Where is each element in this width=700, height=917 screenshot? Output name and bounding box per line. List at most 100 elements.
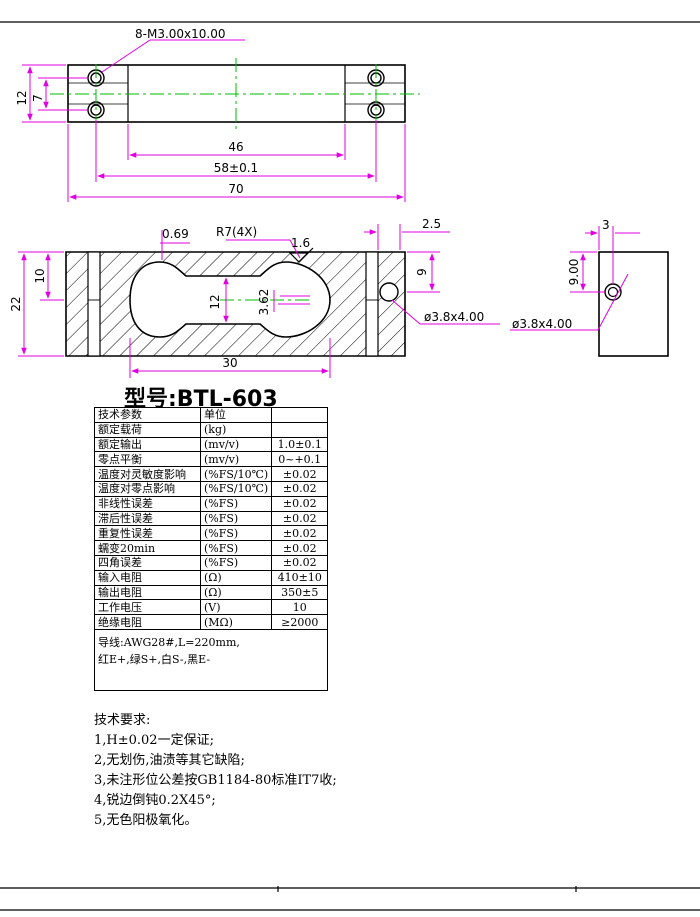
dim-10: 10: [33, 268, 47, 283]
top-view: 8-M3.00x10.00 12 7 46 58±0.1 70: [15, 27, 420, 202]
dim-58: 58±0.1: [214, 161, 258, 175]
table-cell: [271, 421, 329, 438]
table-cell: 绝缘电阻: [94, 614, 201, 630]
table-row: 滞后性误差(%FS)±0.02: [94, 510, 329, 527]
requirement-item: 3,未注形位公差按GB1184-80标准IT7收;: [94, 773, 337, 788]
table-row: 零点平衡(mv/v)0~+0.1: [94, 451, 329, 468]
table-cell: (%FS/10℃): [199, 466, 273, 482]
hole-front-note: ø3.8x4.00: [424, 310, 484, 324]
table-cell: (mv/v): [199, 436, 273, 453]
dim-70: 70: [228, 182, 243, 196]
table-cell: 零点平衡: [94, 451, 201, 468]
table-cell: ±0.02: [271, 480, 329, 497]
wire-note-line: 导线:AWG28#,L=220mm,: [98, 635, 240, 649]
table-cell: (%FS/10℃): [199, 480, 273, 497]
drawing-frame: [0, 21, 700, 911]
wire-note-line: 红E+,绿S+,白S-,黑E-: [98, 652, 211, 666]
front-view: 22 10 0.69 R7(4X) 1.6 12 3.62 30 2.5 9 ø…: [9, 217, 500, 378]
table-cell: 10: [271, 599, 329, 616]
table-cell: 输出电阻: [94, 584, 201, 601]
table-cell: 温度对零点影响: [94, 480, 201, 497]
table-cell: 输入电阻: [94, 569, 201, 586]
table-cell: 重复性误差: [94, 525, 201, 542]
table-cell: 350±5: [271, 584, 329, 601]
header-cell: 单位: [199, 407, 273, 423]
table-cell: (mv/v): [199, 451, 273, 468]
dimension-lines: [510, 226, 640, 331]
header-cell: [271, 407, 329, 423]
table-cell: (V): [199, 599, 273, 616]
table-cell: 工作电压: [94, 599, 201, 616]
dim-2-5: 2.5: [422, 217, 441, 231]
dim-30: 30: [222, 356, 237, 370]
table-row: 输出电阻(Ω)350±5: [94, 584, 329, 601]
table-row: 额定输出(mv/v)1.0±0.1: [94, 436, 329, 453]
table-cell: 额定输出: [94, 436, 201, 453]
table-cell: ±0.02: [271, 495, 329, 512]
table-cell: (%FS): [199, 540, 273, 556]
table-row: 温度对零点影响(%FS/10℃)±0.02: [94, 480, 329, 497]
table-row: 四角误差(%FS)±0.02: [94, 554, 329, 571]
dim-hole-spacing-7: 7: [31, 94, 45, 102]
requirements-title: 技术要求:: [94, 713, 151, 728]
table-cell: (%FS): [199, 510, 273, 527]
table-row: 非线性误差(%FS)±0.02: [94, 495, 329, 512]
table-cell: ±0.02: [271, 525, 329, 542]
dimension-lines: [22, 39, 406, 202]
hole-side-note: ø3.8x4.00: [512, 317, 572, 331]
table-row: 重复性误差(%FS)±0.02: [94, 525, 329, 542]
table-header-row: 技术参数 单位: [94, 407, 329, 423]
dim-height-12: 12: [15, 90, 29, 105]
table-cell: 蠕变20min: [94, 540, 201, 556]
table-cell: 410±10: [271, 569, 329, 586]
table-cell: (%FS): [199, 525, 273, 542]
table-cell: (Ω): [199, 569, 273, 586]
table-cell: (kg): [199, 421, 273, 438]
technical-requirements: 技术要求: 1,H±0.02一定保证; 2,无划伤,油渍等其它缺陷; 3,未注形…: [94, 711, 337, 831]
table-cell: (MΩ): [199, 614, 273, 630]
thread-note-label: 8-M3.00x10.00: [135, 27, 226, 41]
table-cell: (Ω): [199, 584, 273, 601]
wire-note: 导线:AWG28#,L=220mm, 红E+,绿S+,白S-,黑E-: [93, 628, 329, 691]
table-cell: 四角误差: [94, 554, 201, 571]
dim-3-62: 3.62: [257, 289, 271, 316]
table-cell: 滞后性误差: [94, 510, 201, 527]
side-view: 3 9.00 ø3.8x4.00: [510, 218, 669, 357]
table-cell: ±0.02: [271, 554, 329, 571]
roughness-value: 1.6: [291, 236, 310, 250]
requirement-item: 2,无划伤,油渍等其它缺陷;: [94, 753, 245, 768]
dim-9: 9: [415, 268, 429, 276]
table-row: 温度对灵敏度影响(%FS/10℃)±0.02: [94, 466, 329, 482]
table-row: 蠕变20min(%FS)±0.02: [94, 540, 329, 556]
dim-22: 22: [9, 296, 23, 311]
dim-0-69: 0.69: [162, 227, 189, 241]
table-cell: ±0.02: [271, 510, 329, 527]
table-cell: 额定载荷: [94, 421, 201, 438]
table-cell: ±0.02: [271, 466, 329, 482]
requirement-item: 1,H±0.02一定保证;: [94, 733, 214, 748]
dim-3: 3: [602, 218, 610, 232]
table-row: 额定载荷(kg): [94, 421, 329, 438]
table-row: 工作电压(V)10: [94, 599, 329, 616]
table-cell: (%FS): [199, 495, 273, 512]
wire-note-row: 导线:AWG28#,L=220mm, 红E+,绿S+,白S-,黑E-: [93, 628, 329, 691]
header-cell: 技术参数: [94, 407, 201, 423]
dim-12-inner: 12: [208, 294, 222, 309]
table-cell: 非线性误差: [94, 495, 201, 512]
table-cell: (%FS): [199, 554, 273, 571]
requirement-item: 4,锐边倒钝0.2X45°;: [94, 793, 216, 808]
radius-note: R7(4X): [216, 225, 257, 239]
table-cell: 1.0±0.1: [271, 436, 329, 453]
table-cell: 0~+0.1: [271, 451, 329, 468]
table-row: 绝缘电阻(MΩ)≥2000: [94, 614, 329, 630]
center-lines: [50, 58, 420, 130]
requirement-item: 5,无色阳极氧化。: [94, 813, 198, 828]
table-cell: ±0.02: [271, 540, 329, 556]
table-cell: ≥2000: [271, 614, 329, 630]
table-row: 输入电阻(Ω)410±10: [94, 569, 329, 586]
table-cell: 温度对灵敏度影响: [94, 466, 201, 482]
dimension-lines: [18, 224, 500, 378]
dim-46: 46: [228, 140, 243, 154]
